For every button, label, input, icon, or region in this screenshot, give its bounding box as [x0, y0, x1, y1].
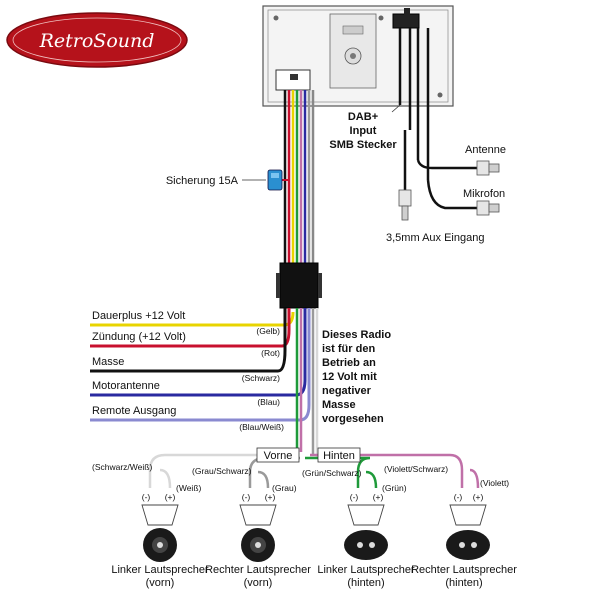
logo-badge [6, 12, 188, 68]
wire-label-dauerplus: Dauerplus +12 Volt [92, 310, 185, 322]
speaker-icon [446, 530, 490, 560]
svg-text:ist für den: ist für den [322, 343, 375, 355]
vorne-label: Vorne [264, 450, 293, 462]
svg-text:(hinten): (hinten) [347, 577, 384, 589]
wire-color-blau-weiss: (Blau/Weiß) [239, 422, 284, 432]
aux-label: 3,5mm Aux Eingang [386, 232, 484, 244]
hinten-label: Hinten [323, 450, 355, 462]
right-connectors: DAB+ Input SMB Stecker Antenne Mikrofon … [329, 28, 506, 244]
wire-masse [90, 308, 287, 373]
fuse: Sicherung 15A [166, 169, 289, 191]
wire-label-masse: Masse [92, 356, 124, 368]
svg-text:Rechter Lautsprecher: Rechter Lautsprecher [205, 564, 311, 576]
speaker-harness: Vorne Hinten (Schwarz/Weiß) (Weiß) (Grau… [92, 308, 509, 493]
wire-label-remote: Remote Ausgang [92, 405, 176, 417]
mikrofon-label: Mikrofon [463, 188, 505, 200]
wire-color-gruen: (Grün) [382, 483, 407, 493]
harness-connector [279, 262, 319, 309]
wire-label-zuendung: Zündung (+12 Volt) [92, 331, 186, 343]
svg-text:Linker Lautsprecher: Linker Lautsprecher [111, 564, 209, 576]
wire-color-blau: (Blau) [257, 397, 280, 407]
svg-text:Rechter Lautsprecher: Rechter Lautsprecher [411, 564, 517, 576]
fuse-label: Sicherung 15A [166, 175, 239, 187]
svg-text:negativer: negativer [322, 385, 372, 397]
main-harness [283, 90, 315, 265]
speaker-rear-right: (-) (+) Rechter Lautsprecher (hinten) [411, 492, 517, 589]
speaker-rear-left: (-) (+) Linker Lautsprecher (hinten) [317, 492, 415, 589]
speaker-front-left: (-) (+) Linker Lautsprecher (vorn) [111, 492, 209, 589]
svg-text:(+): (+) [473, 492, 484, 502]
dab-label-line1: DAB+ [348, 111, 378, 123]
svg-text:Linker Lautsprecher: Linker Lautsprecher [317, 564, 415, 576]
svg-text:Dieses Radio: Dieses Radio [322, 329, 391, 341]
svg-text:(-): (-) [454, 492, 463, 502]
hinten-box [317, 447, 361, 463]
wire-color-schwarz: (Schwarz) [242, 373, 280, 383]
svg-text:(hinten): (hinten) [445, 577, 482, 589]
svg-text:(+): (+) [265, 492, 276, 502]
wire-color-violett-schwarz: (Violett/Schwarz) [384, 464, 448, 474]
svg-text:(vorn): (vorn) [146, 577, 175, 589]
wire-color-schwarz-weiss: (Schwarz/Weiß) [92, 462, 152, 472]
retrosound-logo: RetroSound [6, 12, 188, 68]
dab-label-line2: Input [350, 125, 377, 137]
radio-head-unit [262, 5, 454, 107]
svg-text:vorgesehen: vorgesehen [322, 413, 384, 425]
svg-text:(vorn): (vorn) [244, 577, 273, 589]
svg-text:(-): (-) [350, 492, 359, 502]
speaker-icon [344, 530, 388, 560]
vorne-box [256, 447, 300, 463]
svg-text:12 Volt mit: 12 Volt mit [322, 371, 377, 383]
svg-text:Masse: Masse [322, 399, 356, 411]
speaker-front-right: (-) (+) Rechter Lautsprecher (vorn) [205, 492, 311, 589]
wire-color-gruen-schwarz: (Grün/Schwarz) [302, 468, 362, 478]
power-wires: Dauerplus +12 Volt Zündung (+12 Volt) Ma… [90, 308, 311, 432]
wire-color-gelb: (Gelb) [256, 326, 280, 336]
info-note: Dieses Radio ist für den Betrieb an 12 V… [322, 329, 391, 425]
wire-color-rot: (Rot) [261, 348, 280, 358]
wire-color-violett: (Violett) [480, 478, 509, 488]
wire-color-grau-schwarz: (Grau/Schwarz) [192, 466, 252, 476]
svg-text:Betrieb an: Betrieb an [322, 357, 376, 369]
wire-label-motorantenne: Motorantenne [92, 380, 160, 392]
svg-text:(+): (+) [165, 492, 176, 502]
dab-label-line3: SMB Stecker [329, 139, 397, 151]
wire-color-grau: (Grau) [272, 483, 297, 493]
wire-color-weiss: (Weiß) [176, 483, 202, 493]
logo-text: RetroSound [39, 30, 155, 52]
svg-text:(-): (-) [142, 492, 151, 502]
wire-zuendung [90, 308, 291, 348]
svg-text:(-): (-) [242, 492, 251, 502]
antenne-label: Antenne [465, 144, 506, 156]
svg-text:(+): (+) [373, 492, 384, 502]
